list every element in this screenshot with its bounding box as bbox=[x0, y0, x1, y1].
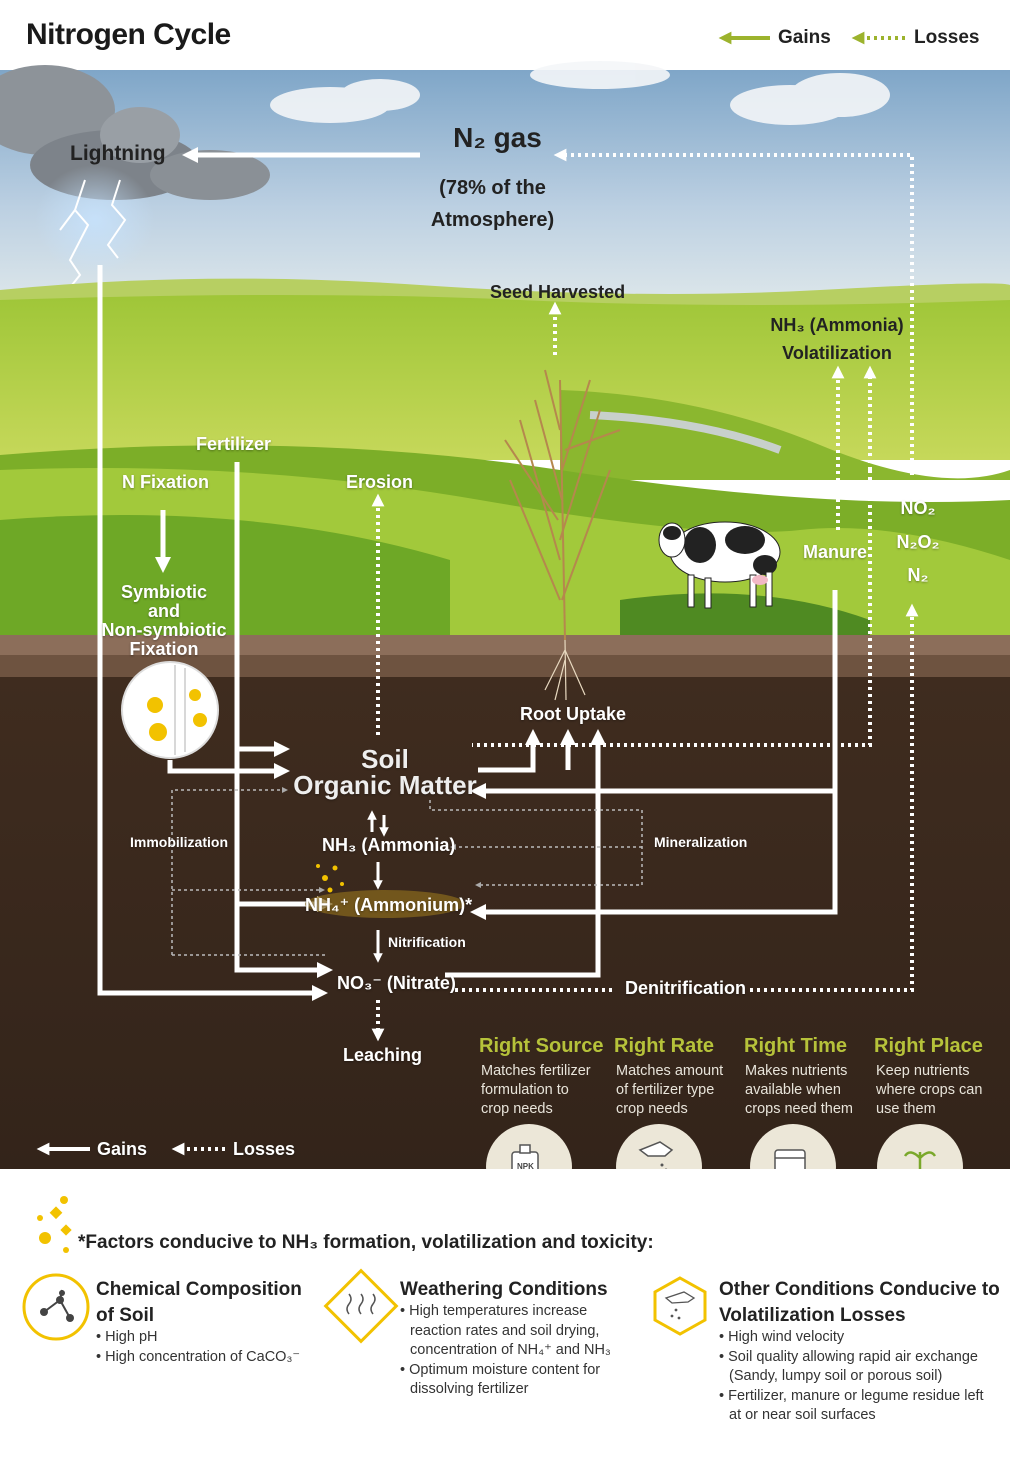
fixation-line3: Non-symbiotic bbox=[101, 620, 227, 640]
factor-other-title: Other Conditions Conducive to Volatiliza… bbox=[719, 1277, 1000, 1329]
npk-label: NPK bbox=[517, 1162, 534, 1171]
bottom-legend-losses-label: Losses bbox=[233, 1139, 296, 1159]
factor-other-title-line2: Volatilization Losses bbox=[719, 1305, 906, 1326]
fertilizer-label: Fertilizer bbox=[196, 434, 272, 454]
ammonium-label: NH₄⁺ (Ammonium)* bbox=[305, 895, 473, 915]
right-rate-desc-line2: of fertilizer type bbox=[616, 1082, 715, 1098]
root-uptake-label: Root Uptake bbox=[520, 704, 627, 724]
factor-other-bullet: Soil quality allowing rapid air exchange… bbox=[719, 1348, 994, 1387]
molecule-icon bbox=[22, 1273, 90, 1341]
cow bbox=[658, 521, 781, 609]
plant-roots bbox=[544, 639, 586, 701]
right-source-desc-line3: crop needs bbox=[481, 1101, 553, 1117]
nh3-volatilization-line1: NH₃ (Ammonia) bbox=[770, 315, 904, 335]
leaching-label: Leaching bbox=[343, 1045, 423, 1065]
nh3-volatilization-line2: Volatilization bbox=[782, 343, 892, 363]
factor-weathering-bullet: Optimum moisture content for dissolving … bbox=[400, 1361, 625, 1400]
thin-loss-arrows bbox=[171, 787, 643, 956]
n2-gas-label: N₂ gas bbox=[453, 122, 542, 153]
factor-other-bullet: High wind velocity bbox=[719, 1328, 994, 1348]
right-time-desc: Makes nutrients available when crops nee… bbox=[745, 1062, 853, 1119]
wheat-plant bbox=[504, 369, 621, 641]
gold-diamond-dots bbox=[37, 1196, 72, 1253]
right-time-title: Right Time bbox=[744, 1035, 847, 1057]
gas-n2-label: N₂ bbox=[907, 565, 929, 585]
factor-chemical-title: Chemical Composition of Soil bbox=[96, 1277, 302, 1329]
page-title: Nitrogen Cycle bbox=[26, 18, 231, 51]
mineralization-label: Mineralization bbox=[654, 834, 748, 850]
legend-gains-label: Gains bbox=[778, 27, 831, 48]
bottom-legend-gains-label: Gains bbox=[97, 1139, 148, 1159]
right-source-desc-line1: Matches fertilizer bbox=[481, 1063, 591, 1079]
right-rate-title: Right Rate bbox=[614, 1035, 714, 1057]
n2-percent-line1: (78% of the bbox=[439, 177, 546, 199]
n-fixation-label: N Fixation bbox=[122, 472, 210, 492]
erosion-label: Erosion bbox=[346, 472, 414, 492]
nitrification-label: Nitrification bbox=[388, 934, 466, 950]
soil-om-line2: Organic Matter bbox=[293, 770, 477, 800]
sprinkle-hand-icon bbox=[653, 1276, 707, 1336]
factor-chemical-title-line1: Chemical Composition bbox=[96, 1279, 302, 1300]
nitrate-label: NO₃⁻ (Nitrate) bbox=[337, 973, 456, 993]
lightning-label: Lightning bbox=[70, 142, 166, 165]
gas-no2-label: NO₂ bbox=[900, 498, 936, 518]
right-place-desc: Keep nutrients where crops can use them bbox=[876, 1062, 982, 1119]
right-place-desc-line3: use them bbox=[876, 1101, 936, 1117]
gain-arrows bbox=[97, 146, 838, 1002]
factor-chemical-title-line2: of Soil bbox=[96, 1305, 155, 1326]
right-place-title: Right Place bbox=[874, 1035, 983, 1057]
lightning-bolts bbox=[59, 179, 127, 291]
manure-label: Manure bbox=[803, 542, 868, 562]
right-time-desc-line1: Makes nutrients bbox=[745, 1063, 848, 1079]
right-time-desc-line2: available when bbox=[745, 1082, 841, 1098]
right-source-desc: Matches fertilizer formulation to crop n… bbox=[481, 1062, 591, 1119]
denitrification-label: Denitrification bbox=[625, 978, 747, 998]
fixation-line4: Fixation bbox=[129, 639, 199, 659]
fixation-line2: and bbox=[147, 601, 180, 621]
factor-other-title-line1: Other Conditions Conducive to bbox=[719, 1279, 1000, 1300]
loss-arrows bbox=[371, 148, 919, 1042]
right-time-desc-line3: crops need them bbox=[745, 1101, 854, 1117]
factor-chemical-bullet: High pH bbox=[96, 1328, 316, 1348]
soil-om-line1: Soil bbox=[361, 744, 409, 774]
seed-harvested-label: Seed Harvested bbox=[490, 282, 626, 302]
factors-heading: *Factors conducive to NH₃ formation, vol… bbox=[78, 1232, 654, 1253]
nh3-particles bbox=[316, 864, 344, 893]
gas-n2o2-label: N₂O₂ bbox=[896, 532, 940, 552]
factor-weathering-title-line1: Weathering Conditions bbox=[400, 1279, 608, 1300]
factor-weathering-bullets: High temperatures increase reaction rate… bbox=[400, 1302, 625, 1400]
factor-other-bullet: Fertilizer, manure or legume residue lef… bbox=[719, 1387, 994, 1426]
factor-other-bullets: High wind velocity Soil quality allowing… bbox=[719, 1328, 994, 1426]
root-nodule-circle bbox=[121, 661, 219, 759]
right-place-desc-line2: where crops can bbox=[876, 1082, 983, 1098]
immobilization-label: Immobilization bbox=[130, 834, 228, 850]
factor-chemical-bullet: High concentration of CaCO₃⁻ bbox=[96, 1348, 316, 1368]
right-rate-desc-line1: Matches amount bbox=[616, 1063, 724, 1079]
fixation-line1: Symbiotic bbox=[120, 582, 208, 602]
legend-losses-label: Losses bbox=[914, 27, 980, 48]
ammonia-label: NH₃ (Ammonia) bbox=[322, 835, 456, 855]
right-place-desc-line1: Keep nutrients bbox=[876, 1063, 970, 1079]
right-source-title: Right Source bbox=[479, 1035, 604, 1057]
right-source-desc-line2: formulation to bbox=[481, 1082, 569, 1098]
factor-chemical-bullets: High pH High concentration of CaCO₃⁻ bbox=[96, 1328, 316, 1367]
factor-weathering-title: Weathering Conditions bbox=[400, 1277, 608, 1303]
n2-percent-line2: Atmosphere) bbox=[430, 209, 555, 231]
right-rate-desc-line3: crop needs bbox=[616, 1101, 688, 1117]
factor-weathering-bullet: High temperatures increase reaction rate… bbox=[400, 1302, 625, 1361]
heat-waves-icon bbox=[323, 1268, 399, 1344]
right-rate-desc: Matches amount of fertilizer type crop n… bbox=[616, 1062, 723, 1119]
